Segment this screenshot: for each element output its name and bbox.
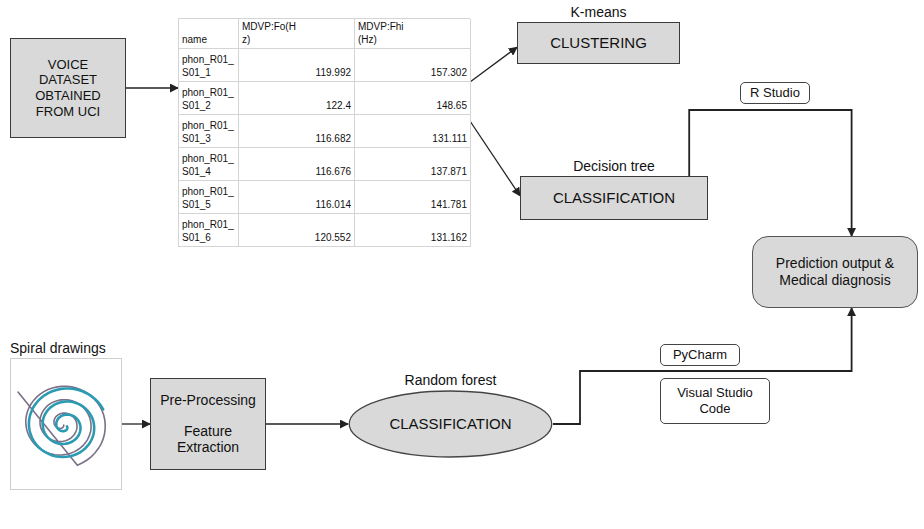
table-cell: 148.65: [355, 82, 471, 115]
table-cell: 131.162: [355, 214, 471, 247]
box-label: CLASSIFICATION: [553, 189, 675, 207]
box-shape: CLASSIFICATION: [520, 176, 708, 220]
box-label: Prediction output & Medical diagnosis: [763, 255, 907, 289]
row-name: phon_R01_S01_6: [182, 219, 235, 244]
table-cell: 137.871: [355, 148, 471, 181]
image-box: Spiral drawings: [10, 338, 122, 490]
heading-label: K-means: [517, 2, 680, 22]
row-name: phon_R01_S01_4: [182, 153, 235, 178]
box-label: Visual Studio Code: [666, 385, 764, 416]
process-box: Decision treeCLASSIFICATION: [520, 156, 708, 220]
column-header: MDVP:Fo(Hz): [242, 21, 298, 46]
column-header: name: [182, 34, 207, 47]
box-shape: CLUSTERING: [517, 22, 680, 64]
connector-arrow: [553, 308, 852, 424]
box-label: PyCharm: [673, 347, 727, 363]
process-box: Pre-ProcessingFeature Extraction: [150, 378, 266, 470]
row-name: phon_R01_S01_2: [182, 87, 235, 112]
cell-value: 116.676: [316, 166, 351, 179]
table-cell: phon_R01_S01_2: [179, 82, 239, 115]
tool-box: Visual Studio Code: [660, 378, 770, 424]
cell-value: 116.014: [316, 199, 351, 212]
table-cell: phon_R01_S01_6: [179, 214, 239, 247]
box-label: Pre-Processing: [160, 392, 256, 409]
row-name: phon_R01_S01_1: [182, 54, 235, 79]
heading-label: Random forest: [348, 370, 553, 390]
table-cell: 116.682: [239, 115, 355, 148]
output-box: Prediction output & Medical diagnosis: [752, 236, 918, 308]
table-cell: 120.552: [239, 214, 355, 247]
table-cell: 119.992: [239, 49, 355, 82]
heading-label: Decision tree: [520, 156, 708, 176]
box-label: VOICE DATASET OBTAINED FROM UCI: [17, 57, 119, 119]
cell-value: 141.781: [431, 199, 467, 212]
connector-arrow: [266, 423, 348, 424]
data-source-box: VOICE DATASET OBTAINED FROM UCI: [10, 38, 126, 138]
heading-label: Spiral drawings: [10, 338, 122, 358]
cell-value: 122.4: [326, 100, 351, 113]
connector-arrow: [470, 121, 520, 196]
connector-arrow: [689, 110, 851, 236]
connector-arrow: [122, 423, 150, 424]
cell-value: 119.992: [316, 67, 351, 80]
connector-arrow: [470, 47, 517, 82]
tool-box: R Studio: [740, 82, 810, 104]
data-table: name MDVP:Fo(Hz) MDVP:Fhi(Hz) phon_R01_S01_…: [178, 18, 470, 247]
cell-value: 157.302: [431, 67, 467, 80]
box-label: R Studio: [750, 85, 800, 101]
spiral-stroke: [18, 386, 105, 465]
table-cell: phon_R01_S01_5: [179, 181, 239, 214]
row-name: phon_R01_S01_5: [182, 186, 235, 211]
cell-value: 116.682: [316, 133, 351, 146]
box-label: CLUSTERING: [550, 34, 647, 52]
box-label: CLASSIFICATION: [389, 415, 511, 433]
table-cell: 141.781: [355, 181, 471, 214]
table-cell: 131.111: [355, 115, 471, 148]
row-name: phon_R01_S01_3: [182, 120, 235, 145]
table-cell: 157.302: [355, 49, 471, 82]
cell-value: 120.552: [315, 232, 351, 245]
cell-value: 148.65: [436, 100, 467, 113]
spiral-stroke: [29, 389, 103, 458]
column-header: MDVP:Fhi(Hz): [358, 21, 414, 46]
connector-arrow: [126, 87, 178, 88]
table-header-cell: MDVP:Fo(Hz): [239, 19, 355, 49]
table-cell: 122.4: [239, 82, 355, 115]
tool-box: PyCharm: [660, 344, 740, 366]
ellipse-fill: [349, 391, 552, 457]
table-cell: phon_R01_S01_1: [179, 49, 239, 82]
box-label: Feature Extraction: [157, 423, 259, 457]
process-ellipse: Random forestCLASSIFICATION: [348, 370, 553, 458]
box-shape: [10, 358, 122, 490]
table-cell: phon_R01_S01_4: [179, 148, 239, 181]
table-cell: 116.676: [239, 148, 355, 181]
cell-value: 131.111: [432, 133, 467, 146]
cell-value: 137.871: [431, 166, 467, 179]
table-header-cell: MDVP:Fhi(Hz): [355, 19, 471, 49]
cell-value: 131.162: [431, 232, 467, 245]
table-cell: 116.014: [239, 181, 355, 214]
ellipse-shape: CLASSIFICATION: [348, 390, 553, 458]
table-cell: phon_R01_S01_3: [179, 115, 239, 148]
process-box: K-meansCLUSTERING: [517, 2, 680, 64]
table-header-cell: name: [179, 19, 239, 49]
